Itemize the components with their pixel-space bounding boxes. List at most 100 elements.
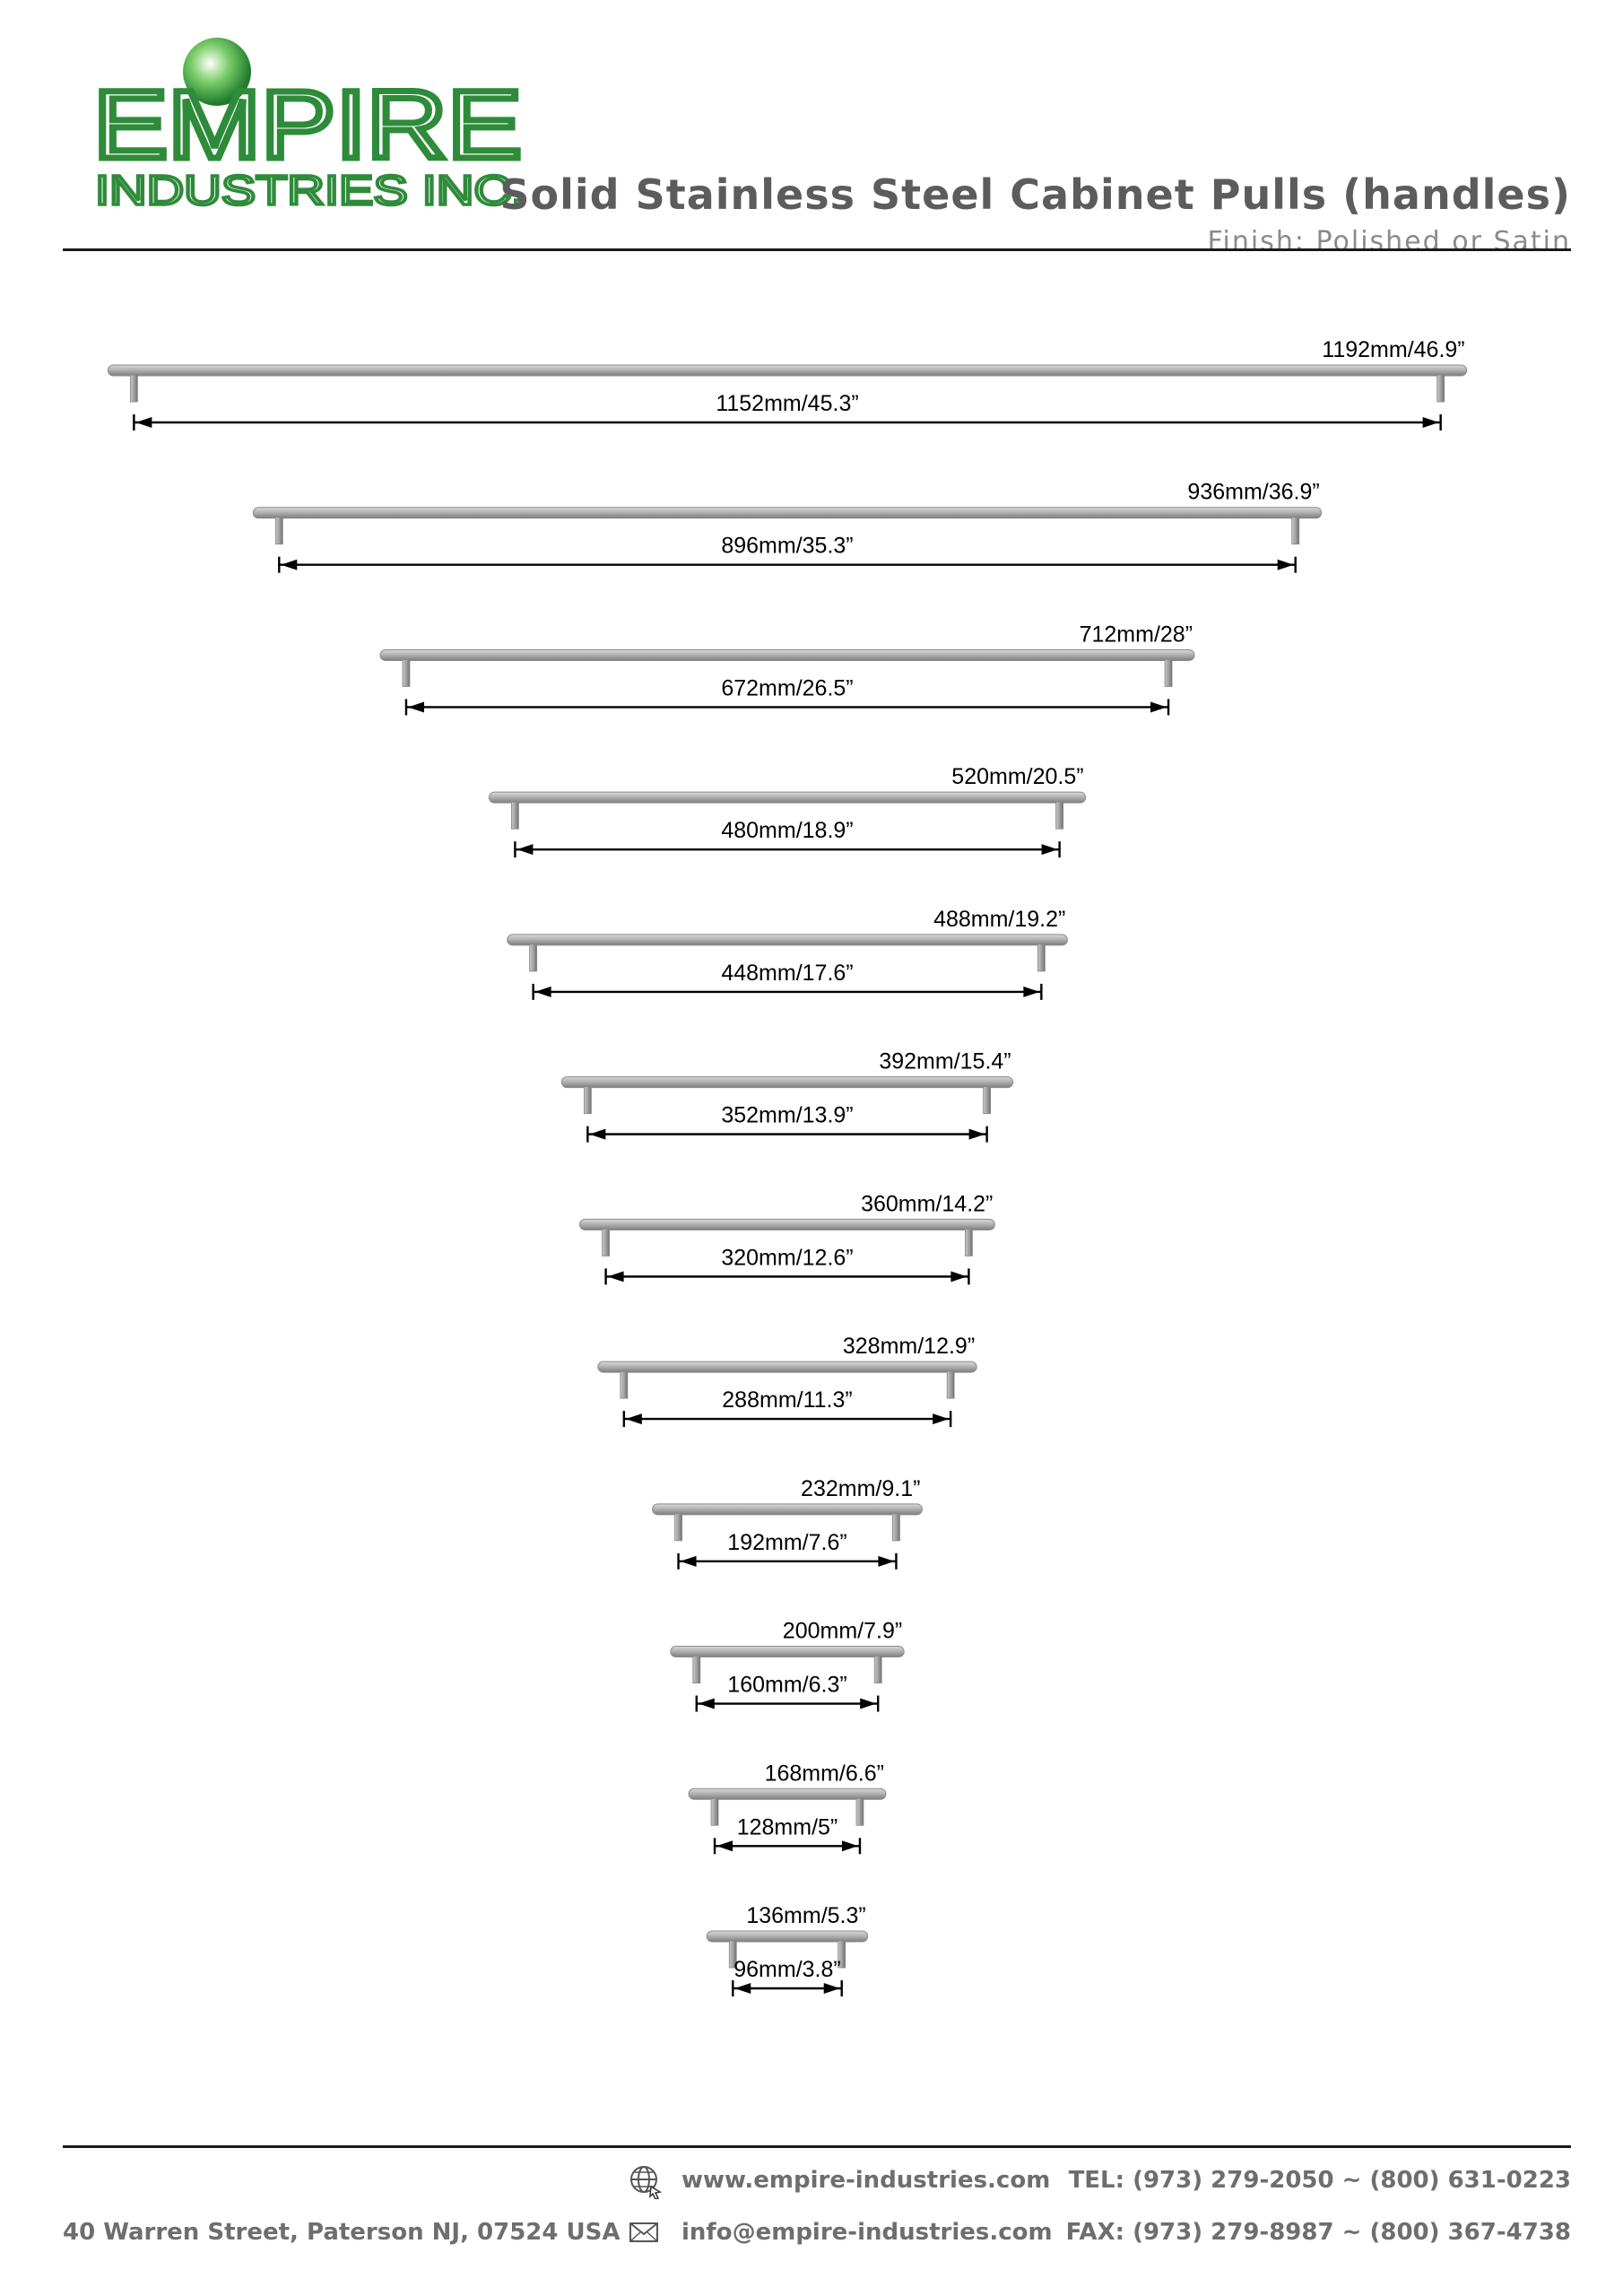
- pull-12-right-leg: [838, 1940, 846, 1969]
- logo-line2: INDUSTRIES INC.: [95, 167, 525, 213]
- pull-9-right-leg: [892, 1513, 900, 1542]
- pull-4-left-leg: [511, 801, 519, 830]
- pull-4-overall-length-label: 520mm/20.5”: [951, 764, 1083, 789]
- footer-email[interactable]: info@empire-industries.com: [681, 2219, 1053, 2246]
- pull-10-overall-length-label: 200mm/7.9”: [783, 1619, 902, 1644]
- pull-6-overall-length-label: 392mm/15.4”: [879, 1049, 1011, 1074]
- logo-line1: EMPIRE: [93, 70, 522, 178]
- company-logo: EMPIRE INDUSTRIES INC.: [91, 38, 527, 213]
- pull-12-left-arrowhead: [734, 1983, 751, 1994]
- pull-1-bar: [107, 364, 1468, 377]
- pull-9-left-leg: [674, 1513, 682, 1542]
- pull-11-left-arrowhead: [716, 1840, 733, 1852]
- pull-4-bar: [488, 791, 1087, 804]
- footer-fax: FAX: (973) 279-8987 ~ (800) 367-4738: [1065, 2219, 1571, 2246]
- pulls-dimension-diagram: 1192mm/46.9” 1152mm/45.3” 936mm/36.9” 896mm…: [107, 337, 1468, 1996]
- pull-6-bar: [560, 1076, 1014, 1089]
- pull-8-bar: [597, 1361, 977, 1373]
- pull-11-right-leg: [855, 1797, 864, 1826]
- globe-icon: [630, 2166, 663, 2199]
- pull-1-left-arrowhead: [135, 417, 152, 428]
- pull-12-left-leg: [728, 1940, 737, 1969]
- pull-1-left-leg: [129, 374, 138, 403]
- pull-5-left-leg: [529, 944, 538, 972]
- pull-8-overall-length-label: 328mm/12.9”: [843, 1334, 975, 1359]
- pull-1-right-arrowhead: [1422, 417, 1439, 428]
- pull-9-left-arrowhead: [680, 1555, 697, 1567]
- pull-12-overall-length-label: 136mm/5.3”: [746, 1903, 865, 1928]
- pull-2-left-leg: [274, 517, 283, 545]
- pull-3-center-to-center-label: 672mm/26.5”: [721, 675, 853, 700]
- pull-7-left-arrowhead: [607, 1271, 624, 1283]
- footer-phone: TEL: (973) 279-2050 ~ (800) 631-0223: [1068, 2167, 1571, 2194]
- pull-6-left-leg: [583, 1086, 592, 1115]
- page-title: Solid Stainless Steel Cabinet Pulls (han…: [499, 170, 1571, 219]
- logo-orb-icon: [183, 38, 251, 106]
- pull-4-center-to-center-label: 480mm/18.9”: [721, 818, 853, 843]
- pull-10-left-leg: [692, 1656, 701, 1683]
- pull-6-center-to-center-label: 352mm/13.9”: [721, 1103, 853, 1128]
- pull-10-right-arrowhead: [860, 1698, 877, 1709]
- pull-12-center-to-center-label: 96mm/3.8”: [733, 1957, 840, 1982]
- pull-5-right-leg: [1037, 944, 1046, 972]
- pull-6-left-arrowhead: [589, 1128, 606, 1140]
- pull-3-right-arrowhead: [1150, 701, 1167, 713]
- pull-10-right-leg: [873, 1656, 882, 1683]
- footer-website[interactable]: www.empire-industries.com: [681, 2167, 1051, 2194]
- pull-7-right-arrowhead: [950, 1271, 968, 1283]
- pull-11-right-arrowhead: [841, 1840, 858, 1852]
- pull-3-bar: [379, 648, 1195, 661]
- pull-2-left-arrowhead: [281, 559, 298, 570]
- pull-5-left-arrowhead: [534, 986, 551, 997]
- pull-5-bar: [507, 934, 1068, 946]
- pull-3-left-arrowhead: [407, 701, 424, 713]
- pull-11-bar: [688, 1787, 887, 1800]
- pull-2-overall-length-label: 936mm/36.9”: [1187, 480, 1319, 505]
- pull-9-right-arrowhead: [878, 1555, 895, 1567]
- pull-6-right-leg: [983, 1086, 992, 1115]
- pull-10-center-to-center-label: 160mm/6.3”: [727, 1673, 846, 1698]
- pull-11-center-to-center-label: 128mm/5”: [737, 1814, 838, 1839]
- pull-4-right-arrowhead: [1041, 844, 1058, 856]
- pull-8-right-leg: [946, 1370, 955, 1399]
- pull-8-left-leg: [620, 1370, 629, 1399]
- pull-10-bar: [670, 1646, 905, 1658]
- pull-8-right-arrowhead: [933, 1413, 950, 1425]
- pull-8-left-arrowhead: [625, 1413, 642, 1425]
- page-subtitle: Finish: Polished or Satin: [1207, 226, 1571, 257]
- pull-7-right-leg: [965, 1228, 973, 1257]
- pull-7-left-leg: [602, 1228, 610, 1257]
- pull-12-right-arrowhead: [823, 1983, 840, 1994]
- pull-4-left-arrowhead: [516, 844, 534, 856]
- header-divider: [63, 248, 1571, 251]
- pull-6-right-arrowhead: [968, 1128, 985, 1140]
- pull-7-center-to-center-label: 320mm/12.6”: [721, 1245, 853, 1270]
- pull-9-overall-length-label: 232mm/9.1”: [801, 1476, 920, 1501]
- envelope-icon: [629, 2222, 658, 2242]
- pull-5-center-to-center-label: 448mm/17.6”: [721, 961, 853, 986]
- pull-11-left-leg: [710, 1797, 719, 1826]
- pull-2-center-to-center-label: 896mm/35.3”: [721, 534, 853, 559]
- pull-9-bar: [652, 1503, 923, 1516]
- pull-2-right-leg: [1291, 517, 1300, 545]
- pull-1-overall-length-label: 1192mm/46.9”: [1322, 337, 1464, 362]
- pull-5-right-arrowhead: [1023, 986, 1040, 997]
- pull-2-right-arrowhead: [1277, 559, 1294, 570]
- pull-1-center-to-center-label: 1152mm/45.3”: [716, 391, 858, 416]
- pull-5-overall-length-label: 488mm/19.2”: [933, 907, 1065, 932]
- footer-address: 40 Warren Street, Paterson NJ, 07524 USA: [63, 2219, 621, 2246]
- pull-9-center-to-center-label: 192mm/7.6”: [727, 1530, 846, 1555]
- pull-3-right-leg: [1164, 659, 1173, 687]
- footer-divider: [63, 2145, 1571, 2148]
- pull-8-center-to-center-label: 288mm/11.3”: [722, 1387, 852, 1413]
- pull-11-overall-length-label: 168mm/6.6”: [765, 1761, 884, 1786]
- pull-1-right-leg: [1436, 374, 1445, 403]
- pull-4-right-leg: [1055, 801, 1063, 830]
- pull-3-overall-length-label: 712mm/28”: [1080, 622, 1193, 647]
- pull-3-left-leg: [402, 659, 411, 687]
- pull-12-bar: [706, 1930, 869, 1943]
- pull-2-bar: [252, 507, 1323, 519]
- pull-7-overall-length-label: 360mm/14.2”: [861, 1191, 993, 1216]
- pull-10-left-arrowhead: [698, 1698, 715, 1709]
- pull-7-bar: [579, 1218, 995, 1231]
